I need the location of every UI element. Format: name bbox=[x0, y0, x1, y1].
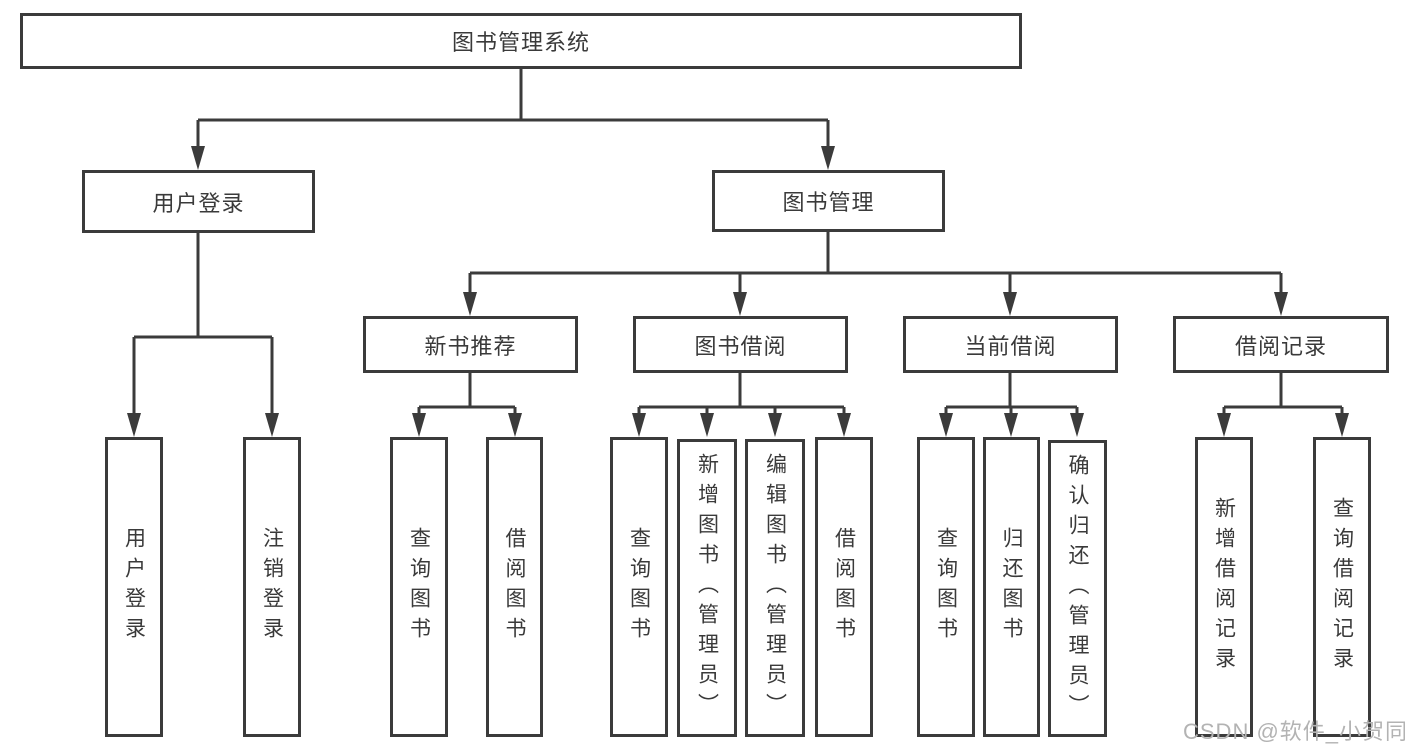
node-label: 借阅图书 bbox=[832, 527, 856, 647]
node-label: 图书借阅 bbox=[694, 333, 787, 359]
leaf-edit-book-admin: 编辑图书（管理员） bbox=[745, 439, 805, 737]
leaf-query-borrow-record: 查询借阅记录 bbox=[1313, 437, 1371, 737]
leaf-borrow-books: 借阅图书 bbox=[815, 437, 873, 737]
node-library-management-system: 图书管理系统 bbox=[20, 13, 1022, 69]
node-user-login-branch: 用户登录 bbox=[82, 170, 315, 233]
node-book-borrowing: 图书借阅 bbox=[633, 316, 848, 373]
node-label: 归还图书 bbox=[1000, 527, 1023, 647]
node-label: 查询借阅记录 bbox=[1330, 497, 1354, 677]
node-new-book-recommendation: 新书推荐 bbox=[363, 316, 578, 373]
leaf-query-books-current: 查询图书 bbox=[917, 437, 975, 737]
node-label: 注销登录 bbox=[260, 527, 284, 647]
node-label: 用户登录 bbox=[152, 190, 245, 216]
node-label: 查询图书 bbox=[407, 527, 431, 647]
node-label: 查询图书 bbox=[627, 527, 651, 647]
node-label: 用户登录 bbox=[122, 527, 146, 647]
leaf-confirm-return-admin: 确认归还（管理员） bbox=[1048, 440, 1107, 737]
node-label: 借阅图书 bbox=[503, 527, 526, 647]
leaf-logout: 注销登录 bbox=[243, 437, 301, 737]
node-label: 确认归还（管理员） bbox=[1066, 453, 1089, 724]
node-label: 编辑图书（管理员） bbox=[763, 453, 787, 723]
leaf-return-books: 归还图书 bbox=[983, 437, 1040, 737]
leaf-add-book-admin: 新增图书（管理员） bbox=[677, 439, 737, 737]
node-label: 图书管理 bbox=[782, 190, 875, 215]
node-label: 新书推荐 bbox=[424, 333, 517, 359]
node-label: 当前借阅 bbox=[964, 333, 1057, 359]
node-label: 查询图书 bbox=[934, 527, 958, 647]
leaf-query-books-recommend: 查询图书 bbox=[390, 437, 448, 737]
node-label: 借阅记录 bbox=[1234, 333, 1327, 359]
leaf-query-books-borrow: 查询图书 bbox=[610, 437, 668, 737]
watermark-text: CSDN @软件_小贺同学 bbox=[1183, 719, 1405, 744]
node-borrowing-records: 借阅记录 bbox=[1173, 316, 1389, 373]
node-label: 新增图书（管理员） bbox=[695, 453, 719, 723]
node-label: 图书管理系统 bbox=[451, 30, 590, 55]
node-current-borrowing: 当前借阅 bbox=[903, 316, 1118, 373]
leaf-borrow-books-recommend: 借阅图书 bbox=[486, 437, 543, 737]
leaf-user-login: 用户登录 bbox=[105, 437, 163, 737]
node-label: 新增借阅记录 bbox=[1212, 497, 1236, 677]
node-book-management: 图书管理 bbox=[712, 170, 945, 232]
leaf-add-borrow-record: 新增借阅记录 bbox=[1195, 437, 1253, 737]
